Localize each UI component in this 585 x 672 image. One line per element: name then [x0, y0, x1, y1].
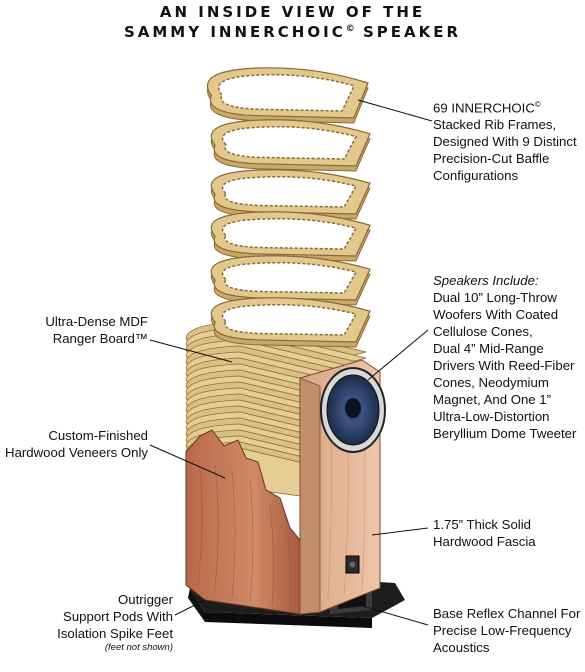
- label-speakers: Speakers Include: Dual 10” Long-Throw Wo…: [433, 273, 577, 441]
- title-suffix: SPEAKER: [354, 23, 462, 41]
- rib-frames-copyright-mark: ©: [534, 100, 541, 109]
- label-mdf-board: Ultra-Dense MDF Ranger Board™: [45, 314, 148, 346]
- label-rib-frames: 69 INNERCHOIC© Stacked Rib Frames, Desig…: [433, 100, 577, 184]
- veneer-grain: [197, 464, 291, 611]
- label-reflex: Base Reflex Channel For Precise Low-Freq…: [433, 606, 581, 655]
- label-veneers: Custom-Finished Hardwood Veneers Only: [5, 428, 148, 460]
- title-product-name: SAMMY INNERCHOIC: [123, 23, 346, 41]
- rib-frame: [210, 211, 371, 262]
- rib-frame: [206, 67, 369, 124]
- exploded-rib-frames: [206, 67, 371, 348]
- woofer: [320, 367, 386, 453]
- rib-frame: [210, 255, 371, 306]
- title-line-2: SAMMY INNERCHOIC© SPEAKER: [0, 20, 585, 41]
- label-outrigger: Outrigger Support Pods With Isolation Sp…: [57, 592, 173, 653]
- veneer-panel: [185, 429, 301, 615]
- outrigger-note: (feet not shown): [104, 642, 173, 653]
- label-fascia: 1.75” Thick Solid Hardwood Fascia: [433, 517, 536, 549]
- rib-frame: [210, 169, 371, 220]
- leader-lines: [149, 99, 433, 626]
- rib-frame: [210, 119, 371, 172]
- speakers-heading: Speakers Include:: [433, 273, 539, 288]
- rib-frame: [210, 297, 371, 348]
- title-line-1: AN INSIDE VIEW OF THE: [159, 3, 426, 21]
- title-copyright-mark: ©: [345, 24, 355, 34]
